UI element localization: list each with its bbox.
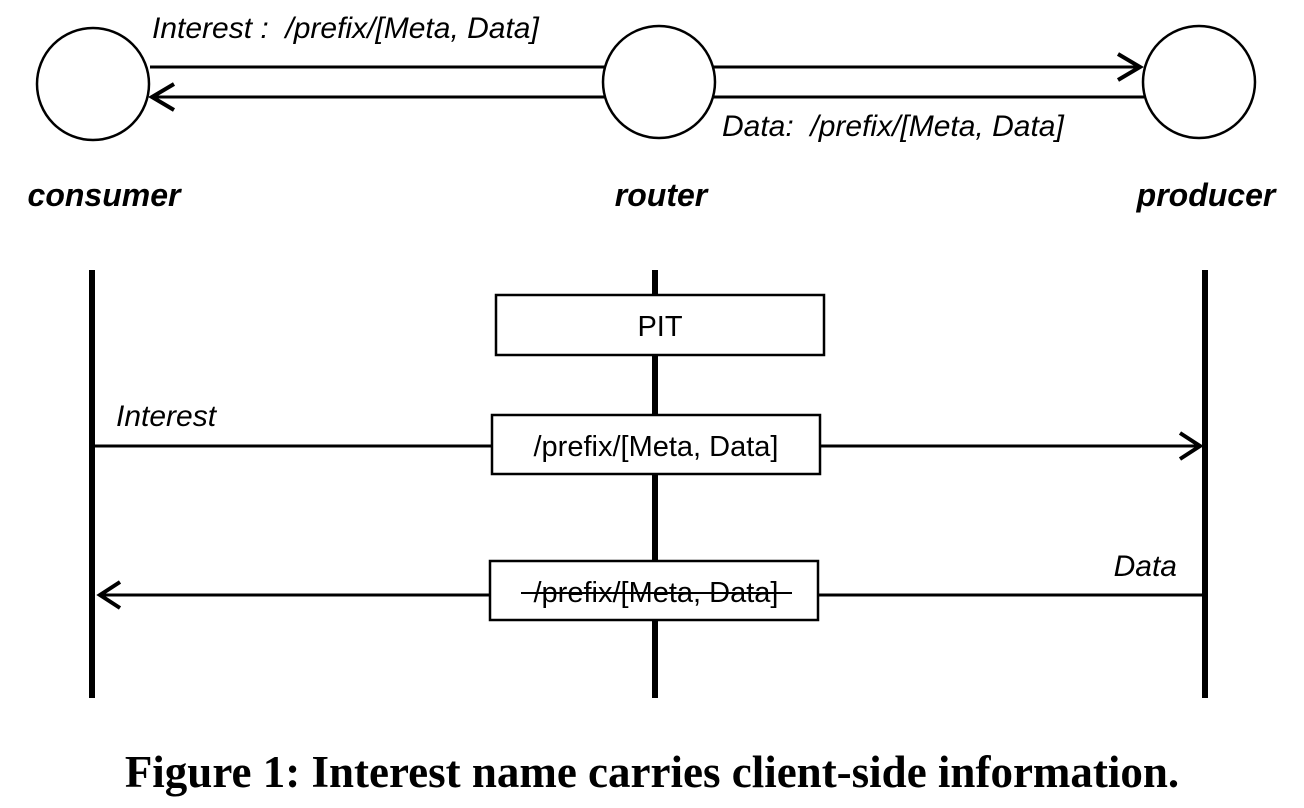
data-message-arrowhead xyxy=(96,580,122,610)
top-interest-label: Interest : /prefix/[Meta, Data] xyxy=(152,12,539,45)
router-node-circle xyxy=(601,24,717,140)
pit-entry-data-box xyxy=(488,559,820,622)
sequence-data-label: Data xyxy=(1114,550,1177,583)
pit-box xyxy=(494,293,826,357)
consumer-node-circle xyxy=(35,26,151,142)
router-label: router xyxy=(615,177,709,213)
data-arrowhead xyxy=(148,82,176,112)
producer-node-circle xyxy=(1141,24,1257,140)
pit-label: PIT xyxy=(637,311,682,343)
pit-entry-interest-name: /prefix/[Meta, Data] xyxy=(534,431,779,463)
interest-arrowhead xyxy=(1116,52,1144,82)
pit-entry-interest-box xyxy=(490,413,822,476)
consumer-label: consumer xyxy=(28,177,182,213)
top-data-label: Data: /prefix/[Meta, Data] xyxy=(722,110,1064,143)
topology xyxy=(35,24,1257,142)
sequence-interest-label: Interest xyxy=(116,400,218,433)
figure-caption: Figure 1: Interest name carries client-s… xyxy=(124,747,1180,797)
producer-label: producer xyxy=(1136,177,1277,213)
interest-message-arrowhead xyxy=(1178,431,1204,461)
